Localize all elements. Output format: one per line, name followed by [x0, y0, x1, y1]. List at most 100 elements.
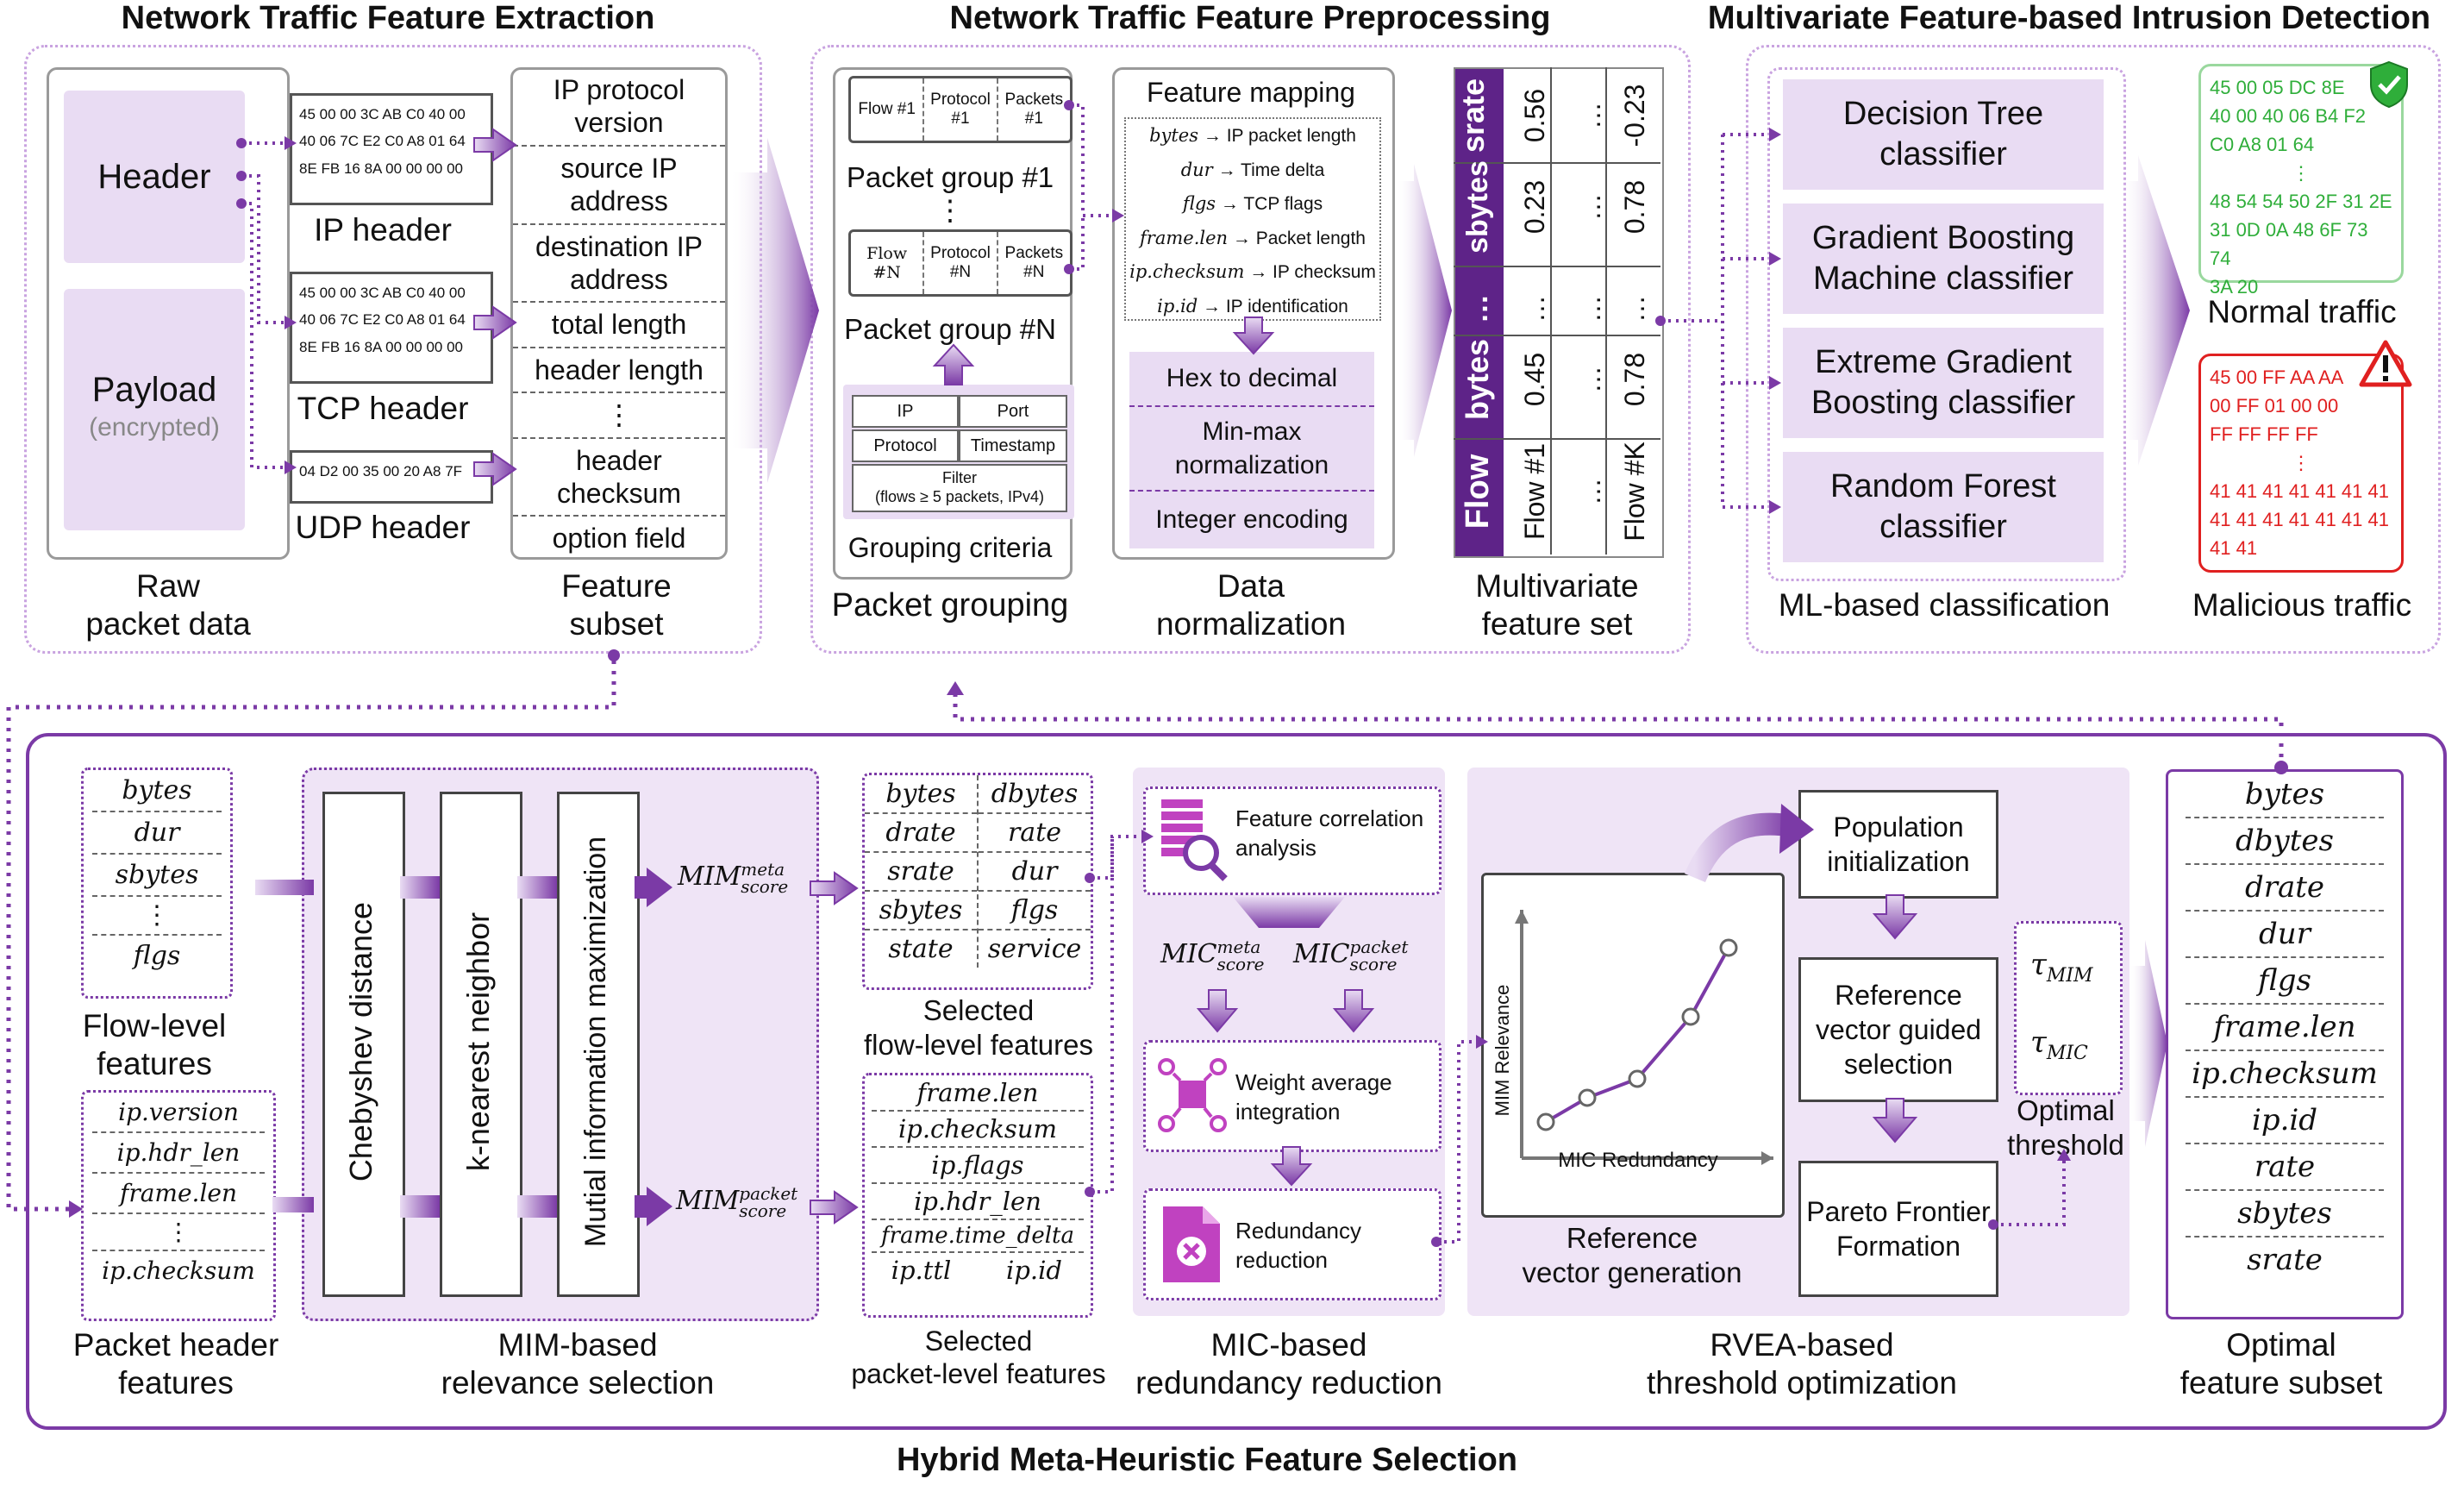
selected-flow-feature: rate [979, 814, 1091, 853]
feature-set-header-col [1455, 69, 1504, 556]
flow-feature: flgs [133, 941, 181, 971]
hex-line: 45 00 05 DC 8E [2210, 77, 2345, 98]
payload-label: Payload [91, 371, 217, 409]
udp-header-hex: 04 D2 00 35 00 20 A8 7F [290, 450, 493, 504]
ip-header-hex: 45 00 00 3C AB C0 40 00 40 06 7C E2 C0 A… [290, 93, 493, 205]
packet-group-n-label: Packet group #N [844, 313, 1056, 345]
optimal-feature: bytes [2186, 772, 2384, 818]
weight-average-box: Weight average integration [1143, 1040, 1442, 1152]
redundancy-label: Redundancy reduction [1235, 1218, 1361, 1273]
selected-packet-feature: ip.flags [872, 1148, 1084, 1184]
normalization-steps: Hex to decimal Min-max normalization Int… [1129, 352, 1374, 548]
criteria-port: Port [959, 395, 1067, 428]
feature-item: total length [513, 303, 725, 348]
selected-flow-feature: service [987, 934, 1082, 964]
mapping-row: frame.len → Packet length [1140, 227, 1366, 248]
selected-flow-feature: sbytes [865, 892, 977, 930]
pareto-point [1681, 1007, 1700, 1026]
packet-group-1-label: Packet group #1 [846, 161, 1054, 193]
packet-feature: ip.checksum [102, 1256, 255, 1285]
criteria-protocol: Protocol [852, 429, 959, 462]
packet-feature: ip.version [92, 1093, 265, 1133]
selected-packet-feature: ip.hdr_len [872, 1184, 1084, 1220]
hex-line: 3A 20 [2210, 276, 2259, 298]
rvea-caption: RVEA-based threshold optimization [1647, 1327, 1957, 1401]
feature-item: header length [513, 348, 725, 394]
group-cell: Packets #N [1004, 244, 1064, 281]
grouping-criteria-label: Grouping criteria [847, 532, 1053, 563]
step-minmax: Min-max normalization [1129, 407, 1374, 492]
pareto-point [1536, 1112, 1555, 1131]
tau-mim: τMIM [2030, 948, 2093, 987]
pareto-frontier: Pareto Frontier Formation [1798, 1161, 1998, 1297]
udp-header-label: UDP header [295, 510, 471, 545]
grid-line [1550, 67, 1552, 555]
tcp-header-label: TCP header [297, 391, 469, 426]
population-init: Population initialization [1798, 790, 1998, 899]
selected-packet-feature: frame.len [872, 1075, 1084, 1112]
mapping-row: ip.checksum → IP checksum [1129, 261, 1376, 282]
classifier-gbm: Gradient Boosting Machine classifier [1783, 204, 2104, 314]
hex-line: C0 A8 01 64 [2210, 134, 2315, 155]
classifier-rf: Random Forest classifier [1783, 452, 2104, 562]
pareto-point [1578, 1088, 1597, 1107]
hex-line: 41 41 41 41 41 41 41 [2210, 509, 2389, 530]
packet-feature: ip.hdr_len [92, 1133, 265, 1174]
flow-features-box: bytes dur sbytes ⋮ flgs [81, 768, 233, 999]
raw-caption: Raw packet data [85, 568, 251, 642]
threshold-box: τMIM τMIC [2014, 921, 2123, 1095]
malicious-traffic-box: 45 00 FF AA AA 00 FF 01 00 00 FF FF FF F… [2198, 354, 2404, 573]
selected-packet-feature: frame.time_delta [872, 1220, 1084, 1253]
selected-flow-feature: bytes [865, 775, 977, 814]
feature-item: ⋮ [513, 393, 725, 439]
grid-line [1454, 335, 1660, 336]
pareto-point [1628, 1069, 1647, 1088]
big-arrow-2 [1397, 164, 1452, 457]
selected-flow-feature: dbytes [979, 775, 1091, 814]
flow-feature: bytes [92, 770, 222, 812]
optimal-feature: sbytes [2186, 1191, 2384, 1238]
selected-flow-feature: state [888, 934, 954, 964]
optimal-feature: dur [2186, 912, 2384, 958]
grid-line [1454, 162, 1660, 164]
encrypted-label: (encrypted) [89, 413, 220, 442]
group-cell: Protocol #N [924, 232, 998, 294]
selected-flow-caption: Selected flow-level features [864, 994, 1093, 1061]
hex-line: 40 06 7C E2 C0 A8 01 64 [299, 311, 466, 329]
classifier-xgb: Extreme Gradient Boosting classifier [1783, 328, 2104, 438]
big-arrow-4 [2129, 940, 2167, 1147]
hex-line: FF FF FF FF [2210, 423, 2318, 445]
title-preprocessing: Network Traffic Feature Preprocessing [949, 0, 1551, 36]
optimal-feature: flgs [2186, 958, 2384, 1005]
selected-packet-feature: ip.id [1006, 1256, 1062, 1285]
grid-line [1454, 266, 1660, 267]
hex-line: 45 00 FF AA AA [2210, 367, 2344, 388]
redundancy-box: Redundancy reduction [1143, 1188, 1442, 1300]
feature-item: header checksum [513, 439, 725, 517]
selected-flow-feature: srate [865, 853, 977, 892]
selected-flow-feature: dur [979, 853, 1091, 892]
mapping-row: flgs → TCP flags [1182, 193, 1323, 214]
hex-line: 31 0D 0A 48 6F 73 74 [2210, 219, 2368, 269]
feature-correlation-box: Feature correlation analysis [1143, 786, 1442, 895]
packet-feature: frame.len [92, 1174, 265, 1214]
hex-line: 00 FF 01 00 00 [2210, 395, 2339, 417]
big-arrow-1 [729, 138, 819, 483]
feature-item: destination IP address [513, 225, 725, 304]
malicious-traffic-label: Malicious traffic [2192, 587, 2412, 623]
feature-set-table [1454, 67, 1664, 558]
title-selection: Hybrid Meta-Heuristic Feature Selection [896, 1442, 1518, 1478]
optimal-caption: Optimal feature subset [2179, 1327, 2383, 1401]
hex-line: 8E FB 16 8A 00 00 00 00 [299, 160, 463, 177]
hex-line: 48 54 54 50 2F 31 2E [2210, 191, 2392, 212]
selected-flow-box: bytes drate srate sbytes state dbytes ra… [862, 773, 1093, 990]
flow-feature: dur [92, 812, 222, 855]
hex-line: 45 00 00 3C AB C0 40 00 [299, 106, 466, 122]
pareto-point [1719, 938, 1738, 957]
redundancy-reduction-icon [1163, 1206, 1220, 1282]
grid-line [1454, 438, 1660, 440]
optimal-feature: drate [2186, 865, 2384, 912]
